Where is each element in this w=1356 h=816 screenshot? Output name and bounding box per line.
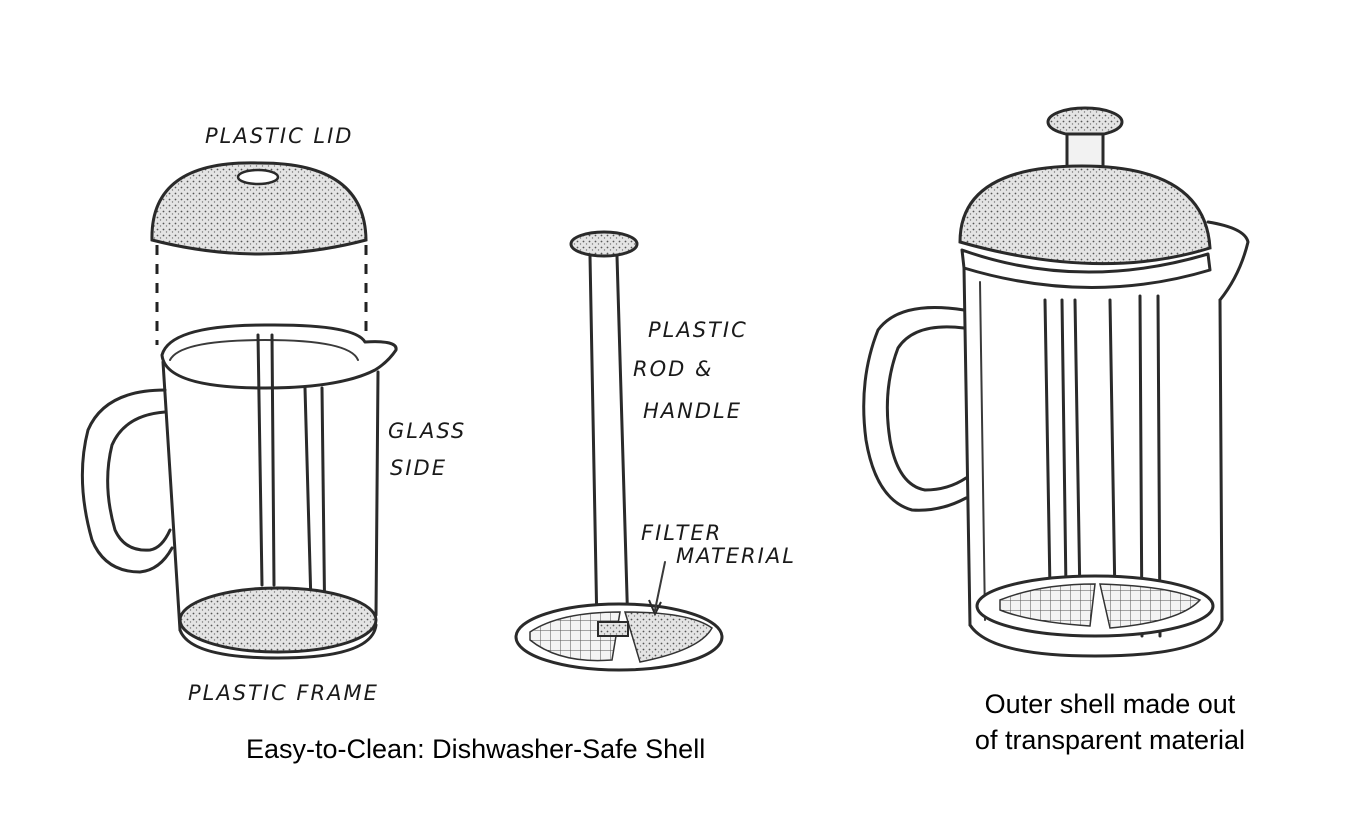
caption-transparent-shell-line1: Outer shell made out: [984, 689, 1236, 719]
label-plastic-rod-1: PLASTIC: [648, 318, 748, 342]
assembled-press-drawing: [862, 106, 1250, 658]
plastic-lid-drawing: [150, 161, 368, 256]
caption-transparent-shell-line2: of transparent material: [974, 725, 1246, 755]
label-plastic-frame: PLASTIC FRAME: [188, 681, 379, 705]
label-glass-side-2: SIDE: [390, 456, 447, 480]
caption-dishwasher-safe: Easy-to-Clean: Dishwasher-Safe Shell: [246, 734, 706, 764]
label-plastic-rod-3: HANDLE: [643, 399, 742, 423]
caption-transparent-shell: Outer shell made out of transparent mate…: [940, 686, 1280, 758]
plunger-drawing: [514, 230, 724, 672]
glass-carafe-drawing: [80, 323, 398, 660]
label-filter-1: FILTER: [641, 521, 722, 545]
label-filter-2: MATERIAL: [676, 544, 796, 568]
label-plastic-lid: PLASTIC LID: [205, 124, 353, 148]
left-exploded-press: [80, 161, 398, 660]
label-plastic-rod-2: ROD &: [633, 357, 713, 381]
label-glass-side-1: GLASS: [388, 419, 466, 443]
